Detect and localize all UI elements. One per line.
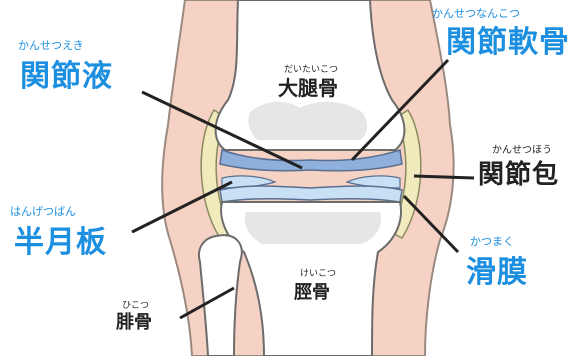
fibula-name: 腓骨 [116, 314, 152, 332]
articular-cartilage-reading: かんせつなんこつ [432, 8, 520, 19]
leader-joint-capsule [414, 176, 474, 178]
tibia-reading: けいこつ [300, 270, 336, 279]
synovium-reading: かつまく [470, 236, 514, 247]
meniscus-reading: はんげつばん [10, 206, 76, 217]
femur-shading [248, 102, 367, 140]
tibia-shading [245, 212, 381, 244]
femur-reading: だいたいこつ [284, 66, 338, 75]
synovium-name: 滑膜 [466, 258, 528, 288]
joint-capsule-reading: かんせつほう [492, 146, 552, 156]
tibia-name: 脛骨 [294, 284, 330, 302]
fibula-reading: ひこつ [122, 302, 149, 311]
articular-cartilage-name: 関節軟骨 [446, 28, 570, 58]
joint-capsule-name: 関節包 [478, 162, 559, 188]
meniscus-name: 半月板 [14, 228, 107, 258]
synovial-fluid-reading: かんせつえき [18, 40, 84, 51]
femur-name: 大腿骨 [278, 78, 338, 98]
synovial-fluid-name: 関節液 [20, 62, 113, 92]
cartilage-lower [220, 186, 402, 202]
